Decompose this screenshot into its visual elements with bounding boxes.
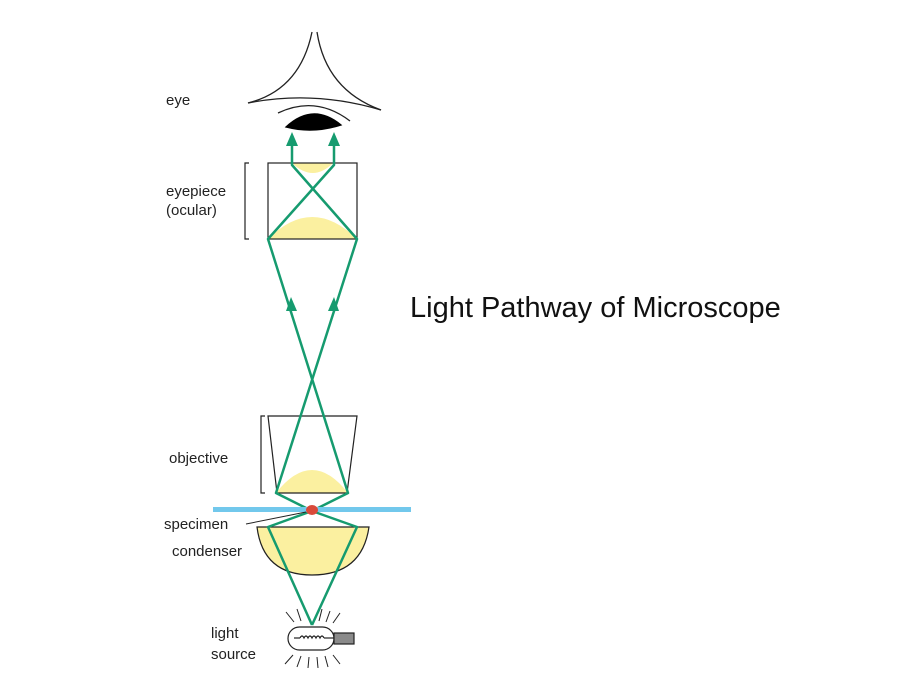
glow-ray bbox=[307, 656, 310, 669]
eyepiece-lower-lens bbox=[268, 217, 357, 239]
eyelid-left bbox=[247, 31, 313, 104]
glow-ray bbox=[285, 611, 295, 623]
label-eyepiece: eyepiece bbox=[166, 183, 227, 200]
specimen-leader-line bbox=[245, 511, 307, 525]
bulb-filament bbox=[299, 635, 325, 640]
eyepiece-assembly bbox=[244, 162, 358, 240]
bulb-base bbox=[333, 632, 355, 645]
arrow-up-icon bbox=[286, 132, 298, 146]
eyepiece-tube bbox=[267, 162, 358, 240]
eye-pupil bbox=[284, 113, 343, 131]
light-rays bbox=[266, 142, 359, 626]
label-condenser: condenser bbox=[172, 543, 243, 560]
glow-ray bbox=[316, 656, 319, 669]
eyelid-right bbox=[316, 31, 382, 111]
label-ocular: (ocular) bbox=[166, 202, 217, 219]
glow-ray bbox=[318, 608, 323, 622]
glow-ray bbox=[296, 608, 302, 622]
glow-ray bbox=[324, 655, 329, 668]
specimen-dot bbox=[306, 505, 318, 515]
objective-bracket bbox=[260, 415, 265, 494]
light-bulb bbox=[287, 626, 355, 651]
arrow-up-icon bbox=[286, 297, 297, 311]
glow-ray bbox=[325, 610, 331, 623]
eye-outer-arc bbox=[277, 105, 351, 122]
label-objective: objective bbox=[169, 450, 229, 467]
light-glow-rays bbox=[284, 608, 341, 669]
eyepiece-upper-lens bbox=[292, 163, 333, 173]
glow-ray bbox=[284, 654, 294, 665]
arrow-up-icon bbox=[328, 297, 339, 311]
arrow-up-icon bbox=[328, 132, 340, 146]
ray-arrowheads bbox=[286, 132, 340, 311]
glow-ray bbox=[332, 612, 341, 624]
label-specimen: specimen bbox=[164, 516, 229, 533]
eye-illustration bbox=[247, 31, 382, 131]
eyelid-upper-line bbox=[247, 97, 382, 111]
label-light: light bbox=[211, 625, 239, 642]
light-ray-right bbox=[266, 142, 359, 626]
condenser-lens bbox=[256, 526, 370, 576]
eyepiece-bracket bbox=[244, 162, 249, 240]
label-source: source bbox=[211, 646, 257, 663]
objective-lens bbox=[276, 470, 348, 493]
glow-ray bbox=[332, 654, 341, 665]
objective-assembly bbox=[260, 415, 358, 494]
glow-ray bbox=[296, 655, 302, 668]
light-ray-left bbox=[266, 142, 359, 626]
label-eye: eye bbox=[166, 92, 191, 109]
diagram-title: Light Pathway of Microscope bbox=[410, 292, 781, 324]
